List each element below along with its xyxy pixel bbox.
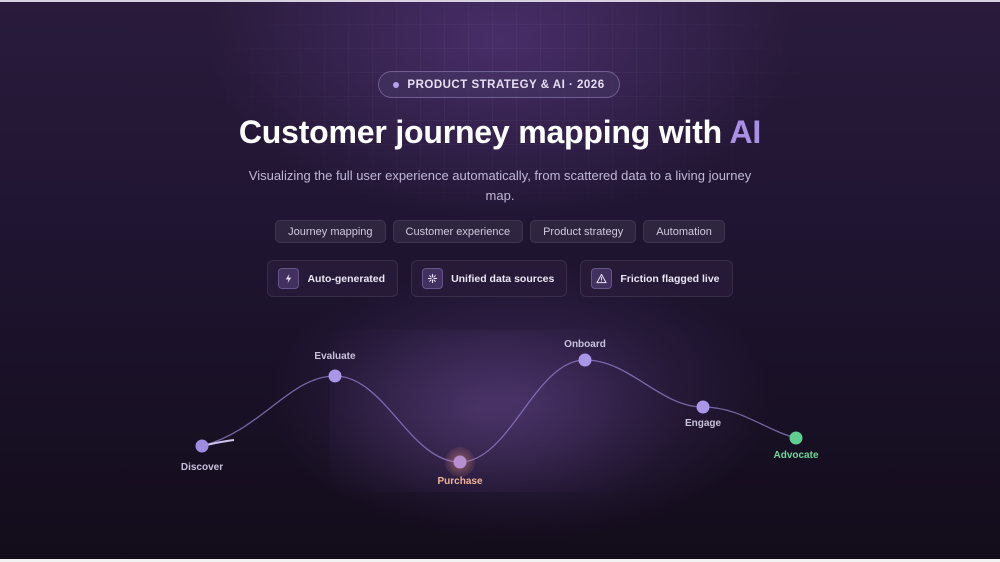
sparkle-icon — [422, 268, 444, 289]
page-title: Customer journey mapping with AI — [0, 114, 1000, 151]
warning-icon — [591, 268, 613, 289]
stage-dot-discover[interactable] — [195, 439, 209, 453]
tag-list: Journey mapping Customer experience Prod… — [0, 220, 1000, 243]
feature-label: Auto-generated — [307, 272, 386, 285]
stage-label-advocate: Advocate — [773, 450, 819, 461]
stage-dot-purchase[interactable] — [453, 455, 467, 469]
tag-customer-experience: Customer experience — [392, 220, 524, 243]
feature-unified-data: Unified data sources — [411, 260, 568, 297]
stage-dot-onboard[interactable] — [578, 353, 592, 367]
tag-automation: Automation — [643, 220, 725, 243]
bottom-border — [0, 559, 1000, 562]
lightning-icon — [278, 268, 300, 289]
stage-label-discover: Discover — [180, 462, 224, 473]
feature-list: Auto-generated Unified data sources Fric… — [0, 260, 1000, 297]
feature-auto-generated: Auto-generated — [267, 260, 399, 297]
feature-friction-flagged: Friction flagged live — [580, 260, 733, 297]
badge-dot-icon — [393, 81, 400, 88]
stage-dot-advocate[interactable] — [789, 431, 803, 445]
tag-journey-mapping: Journey mapping — [275, 220, 386, 243]
stage-label-onboard: Onboard — [564, 339, 606, 350]
page-subtitle: Visualizing the full user experience aut… — [248, 168, 752, 203]
title-main: Customer journey mapping with — [238, 114, 730, 150]
badge-label: PRODUCT STRATEGY & AI · 2026 — [407, 78, 605, 91]
category-badge: PRODUCT STRATEGY & AI · 2026 — [378, 71, 620, 98]
stage-dot-evaluate[interactable] — [328, 369, 342, 383]
title-accent: AI — [729, 114, 762, 150]
stage-label-evaluate: Evaluate — [314, 351, 356, 362]
grid-overlay — [180, 0, 840, 300]
feature-label: Friction flagged live — [620, 272, 720, 285]
stage-label-engage: Engage — [684, 418, 722, 429]
feature-label: Unified data sources — [451, 272, 555, 285]
stage-dot-engage[interactable] — [696, 400, 710, 414]
top-border — [0, 0, 1000, 2]
tag-product-strategy: Product strategy — [530, 220, 637, 243]
stage-label-purchase: Purchase — [437, 476, 483, 487]
journey-highlight-panel — [330, 330, 670, 492]
